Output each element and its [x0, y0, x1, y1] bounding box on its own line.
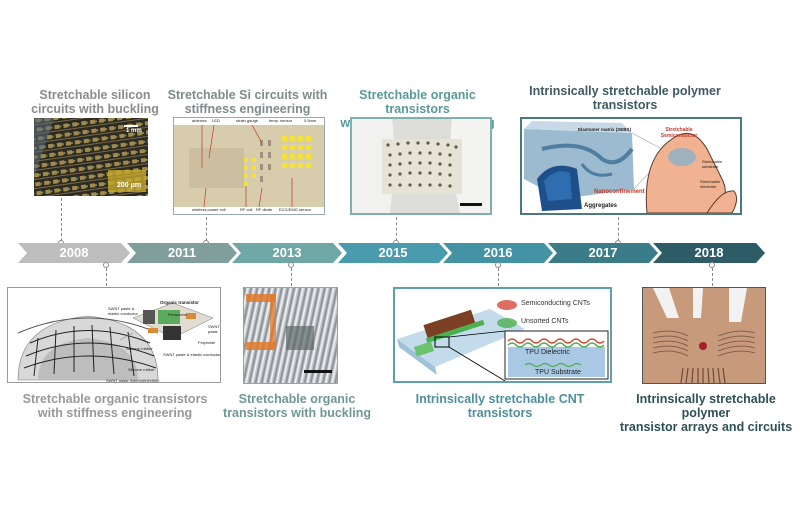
connector-dot-2008-bottom — [103, 262, 109, 268]
label-swnt-paste-elastic-2: SWNT paste & elastic conductor — [163, 352, 221, 357]
caption-2011-top: Stretchable Si circuits with stiffness e… — [165, 88, 330, 116]
caption-2016-bottom: Intrinsically stretchable CNT transistor… — [400, 392, 600, 420]
label-wireless-power-coil: wireless power coil — [192, 207, 226, 212]
image-organic-transistors-stiffness — [350, 117, 492, 215]
hand-array-photo-graphic — [643, 288, 765, 383]
caption-2017-top: Intrinsically stretchable polymer transi… — [525, 84, 725, 112]
cnt-schematic-graphic — [397, 300, 609, 381]
caption-line: transistors — [592, 98, 658, 112]
caption-line: stiffness engineering — [184, 102, 311, 116]
timeline-segment-2015: 2015 — [338, 243, 448, 263]
caption-2018-bottom: Intrinsically stretchable polymer transi… — [612, 392, 800, 434]
label-stretchable-semiconductor: Stretchable Semiconductor — [660, 127, 698, 139]
year-label-2017: 2017 — [588, 245, 618, 260]
label-rf-diode: RF diode — [256, 207, 273, 212]
dome-schematic-graphic — [17, 302, 214, 381]
year-label-2013: 2013 — [272, 245, 302, 260]
caption-line: Stretchable organic transistors — [22, 392, 208, 406]
label-ecg-sensor: ECG/EMG sensor — [279, 207, 312, 212]
scale-label-200um: 200 μm — [117, 182, 142, 189]
label-polyimide: Polyimide — [198, 340, 216, 345]
label-strain-gauge: strain gauge — [236, 118, 259, 123]
image-cnt-transistors: Semiconducting CNTs Unsorted CNTs TPU Di… — [393, 287, 612, 383]
label-silicone-rubber-1: Silicone rubber — [126, 346, 153, 351]
connector-dot-2018-bottom — [709, 262, 715, 268]
label-pentacene: Pentacene — [168, 312, 188, 317]
timeline-segment-2018: 2018 — [653, 243, 765, 263]
connector-2017-top — [618, 217, 619, 241]
year-label-2018: 2018 — [694, 245, 724, 260]
label-elastomer-matrix: Elastomer matrix (SEBS) — [578, 127, 632, 132]
layer-tpu-substrate: TPU Substrate — [535, 369, 581, 376]
year-label-2015: 2015 — [378, 245, 408, 260]
caption-2013-bottom: Stretchable organic transistors with buc… — [222, 392, 372, 420]
label-silicone-rubber-2: Silicone rubber — [128, 367, 155, 372]
label-swnt-paste: SWNT paste — [208, 324, 220, 334]
connector-2011-top — [206, 217, 207, 241]
connector-2013-bottom — [291, 268, 292, 286]
label-antenna: antenna — [192, 118, 207, 123]
image-si-circuits-stiffness: antenna LED strain gauge temp. sensor 0.… — [173, 117, 325, 215]
legend-unsorted-cnts: Unsorted CNTs — [521, 318, 569, 325]
label-stretchable-electrode: Stretchable electrode — [700, 179, 721, 189]
label-organic-transistor: Organic transistor — [160, 300, 200, 305]
caption-line: Stretchable organic transistors — [359, 88, 476, 116]
label-scale: 0.5mm — [304, 118, 317, 123]
timeline-segment-2008: 2008 — [18, 243, 130, 263]
caption-line: transistors with buckling — [223, 406, 371, 420]
connector-dot-2013-bottom — [288, 262, 294, 268]
caption-line: circuits with buckling — [31, 102, 159, 116]
label-stretchable-substrate: Stretchable substrate — [702, 159, 723, 169]
circuit-layout-graphic — [174, 118, 324, 214]
timeline-segment-2017: 2017 — [548, 243, 658, 263]
image-organic-transistors-dome: Organic transistor SWNT paste & elastic … — [7, 287, 221, 383]
caption-line: transistors — [467, 406, 533, 420]
timeline-segment-2013: 2013 — [232, 243, 342, 263]
gloves-device-photo-graphic — [352, 119, 490, 213]
caption-line: Intrinsically stretchable polymer — [636, 392, 776, 420]
caption-2008-top: Stretchable silicon circuits with buckli… — [20, 88, 170, 116]
image-silicon-circuits-buckling: 1 mm 200 μm — [34, 118, 148, 196]
year-label-2016: 2016 — [483, 245, 513, 260]
connector-2016-bottom — [498, 268, 499, 286]
label-aggregates: Aggregates — [584, 203, 618, 209]
label-temp-sensor: temp. sensor — [269, 118, 293, 123]
image-organic-transistors-buckling — [243, 287, 338, 384]
image-polymer-transistors: Elastomer matrix (SEBS) Stretchable Semi… — [520, 117, 742, 215]
label-nanoconfinement: Nanoconfinement — [594, 189, 645, 195]
timeline-segment-2016: 2016 — [443, 243, 553, 263]
caption-line: transistor arrays and circuits — [619, 420, 793, 434]
connector-2008-bottom — [106, 268, 107, 286]
timeline-segment-2011: 2011 — [127, 243, 237, 263]
layer-tpu-dielectric: TPU Dielectric — [525, 349, 570, 356]
year-label-2008: 2008 — [59, 245, 89, 260]
label-swnt-paste-elastic-1: SWNT paste & elastic conductor — [108, 306, 139, 316]
connector-2018-bottom — [712, 268, 713, 286]
connector-2015-top — [396, 217, 397, 241]
circuit-photo-graphic — [34, 118, 148, 196]
legend-semiconducting-cnts: Semiconducting CNTs — [521, 300, 590, 307]
connector-2008-top — [61, 198, 62, 241]
caption-line: Intrinsically stretchable polymer — [529, 84, 721, 98]
caption-line: Stretchable organic — [238, 392, 356, 406]
caption-line: Stretchable silicon — [39, 88, 151, 102]
caption-line: with stiffness engineering — [37, 406, 193, 420]
buckled-film-photo-graphic — [244, 288, 337, 383]
caption-line: Intrinsically stretchable CNT — [415, 392, 585, 406]
connector-dot-2016-bottom — [495, 262, 501, 268]
scale-label-1mm: 1 mm — [126, 128, 142, 134]
polymer-schematic-graphic — [524, 121, 738, 213]
caption-2008-bottom: Stretchable organic transistors with sti… — [10, 392, 220, 420]
label-rf-coil: RF coil — [240, 207, 253, 212]
label-led: LED — [212, 118, 220, 123]
image-polymer-transistor-arrays — [642, 287, 766, 384]
label-swnt-interconnection: SWNT paste (interconnection) — [106, 378, 160, 383]
year-label-2011: 2011 — [167, 245, 197, 260]
caption-line: Stretchable Si circuits with — [167, 88, 328, 102]
